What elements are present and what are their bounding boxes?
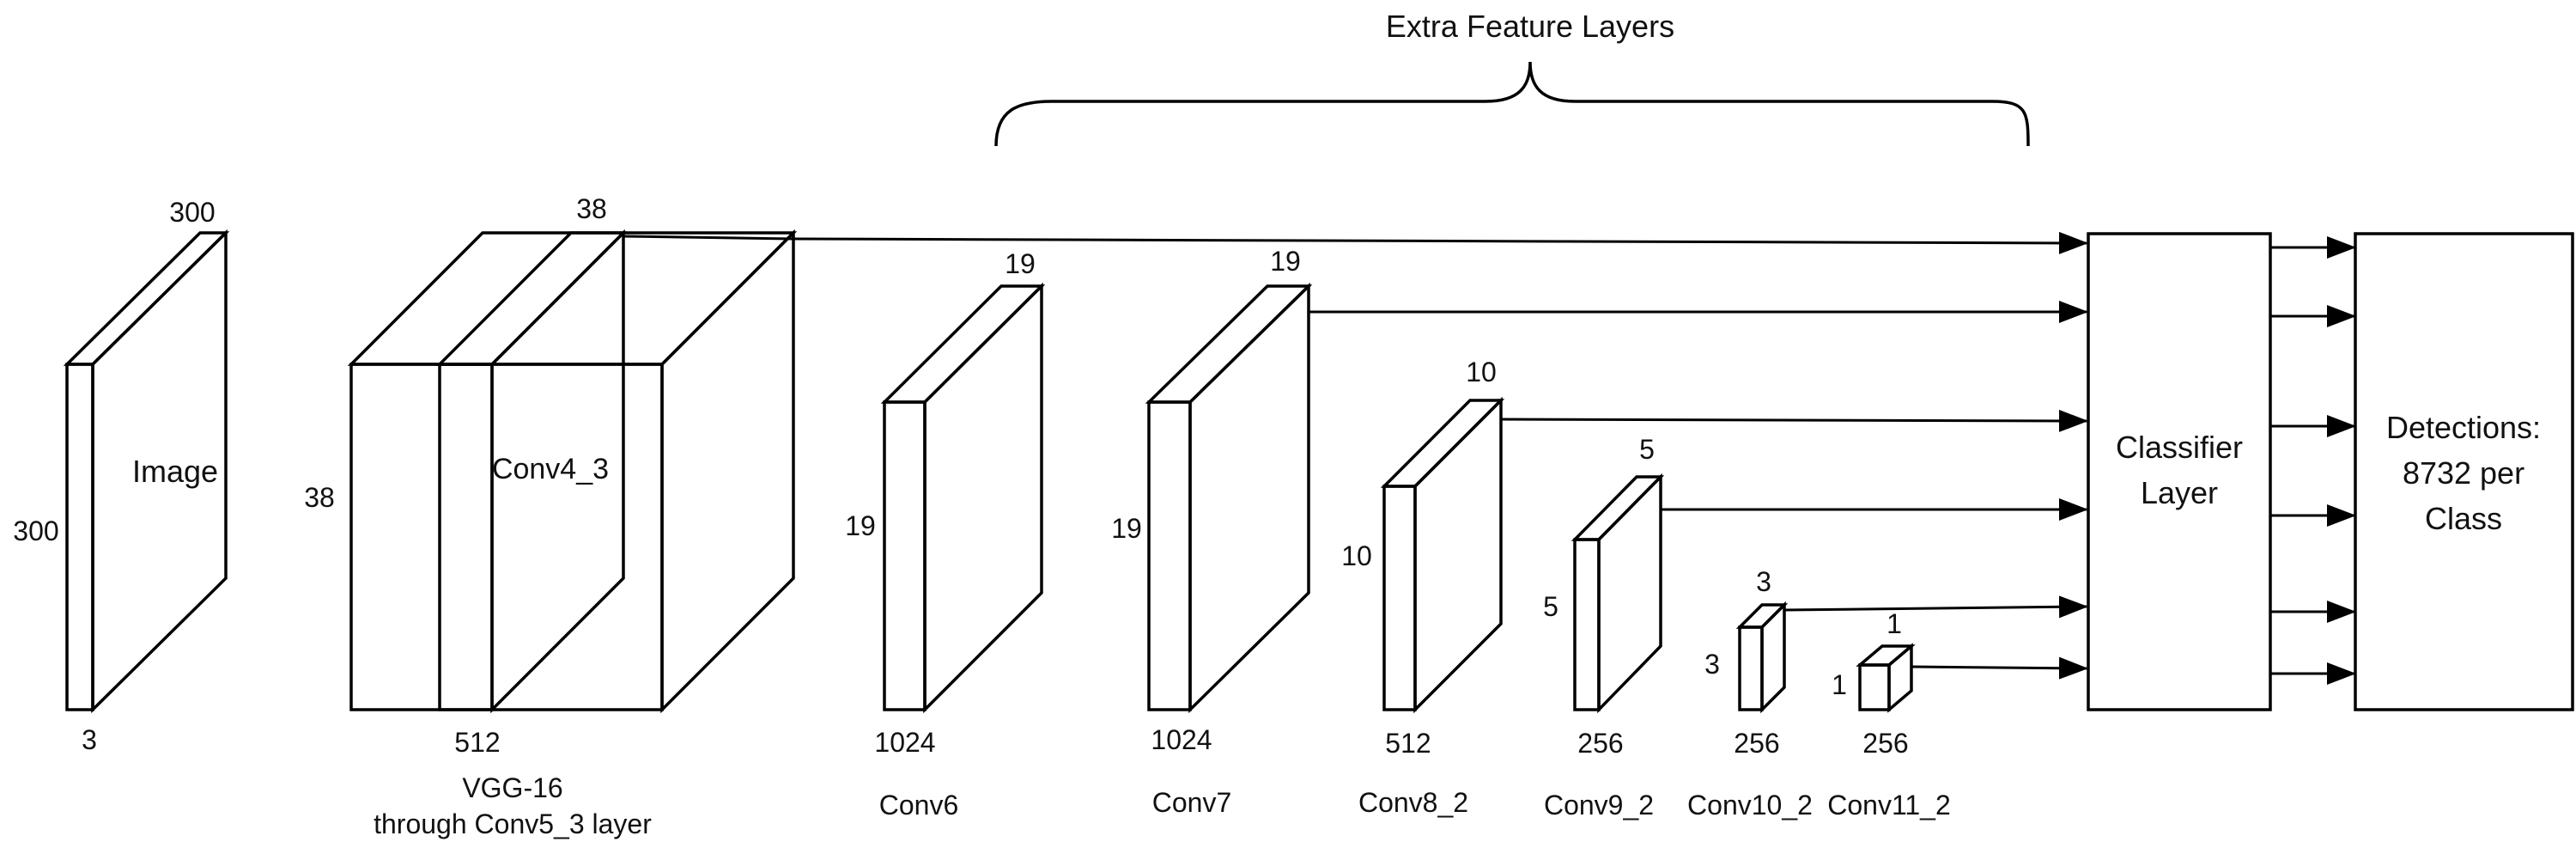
classifier-label-line1: Classifier (2116, 430, 2243, 465)
conv9-2-top-face (1571, 475, 1665, 541)
conv6-side-face (883, 400, 927, 711)
vgg16-side-face (660, 229, 795, 714)
conv10-2-name: Conv10_2 (1687, 790, 1813, 821)
conv8-2-name: Conv8_2 (1358, 787, 1468, 818)
arrow-conv11-2-to-classifier (1911, 656, 2088, 680)
classifier-output-arrows (2270, 236, 2356, 685)
classifier-label-line2: Layer (2141, 475, 2218, 510)
conv8-2-front-face (1413, 396, 1503, 714)
conv8-2-dim-side: 10 (1341, 540, 1372, 571)
vgg16-dim-left: 38 (304, 482, 335, 513)
conv9-2-side-face (1573, 538, 1601, 711)
conv11-2-dim-top: 1 (1886, 608, 1902, 639)
conv6-dim-top: 19 (1005, 248, 1036, 279)
conv9-2-channels: 256 (1577, 728, 1623, 759)
conv10-2-side-face (1738, 625, 1764, 711)
conv7-top-face (1145, 284, 1313, 404)
conv9-2-layer: 5 5 256 Conv9_2 (1543, 434, 1665, 821)
conv10-2-dim-side: 3 (1704, 649, 1720, 680)
conv8-2-channels: 512 (1385, 728, 1431, 759)
vgg16-caption-line1: VGG-16 (462, 772, 562, 803)
conv10-2-top-face (1735, 603, 1789, 629)
vgg16-caption-line2: through Conv5_3 layer (374, 808, 652, 839)
conv4-3-top-face (435, 231, 628, 366)
conv4-3-side-face (438, 363, 494, 711)
conv8-2-dim-top: 10 (1466, 357, 1497, 387)
conv11-2-name: Conv11_2 (1827, 790, 1951, 821)
image-dim-side: 300 (13, 516, 58, 546)
conv11-2-dim-side: 1 (1832, 669, 1847, 700)
arrow-conv8-2-to-classifier (1500, 409, 2088, 432)
conv9-2-name: Conv9_2 (1544, 790, 1654, 821)
feature-connections (623, 231, 2088, 680)
conv11-2-front-face (1887, 643, 1913, 713)
conv11-2-layer: 1 1 256 Conv11_2 (1827, 608, 1951, 821)
conv11-2-side-face (1858, 663, 1891, 711)
arrow-conv4-3-to-classifier (623, 231, 2088, 254)
conv4-3-label: Conv4_3 (492, 453, 609, 485)
detections-label-line3: Class (2425, 501, 2502, 536)
conv7-dim-top: 19 (1270, 246, 1301, 277)
conv4-3-front-face (490, 229, 625, 714)
conv10-2-channels: 256 (1734, 728, 1779, 759)
vgg16-block: Conv4_3 38 38 512 VGG-16 through Conv5_3… (304, 193, 798, 839)
detections-rect (2354, 232, 2574, 711)
conv6-top-face (880, 284, 1046, 404)
detections-box: Detections: 8732 per Class (2354, 232, 2574, 711)
vgg16-dim-bottom: 512 (454, 727, 500, 758)
conv4-3-dim-top: 38 (576, 193, 607, 224)
conv8-2-side-face (1382, 485, 1417, 711)
vgg16-front-face (349, 363, 664, 711)
conv9-2-dim-side: 5 (1543, 591, 1558, 622)
conv6-front-face (923, 282, 1043, 714)
detections-label-line2: 8732 per (2403, 455, 2524, 491)
conv7-channels: 1024 (1151, 724, 1212, 755)
conv9-2-dim-top: 5 (1639, 434, 1655, 465)
image-label: Image (132, 454, 218, 489)
conv11-2-channels: 256 (1862, 728, 1908, 759)
image-block-top-face (63, 231, 230, 366)
image-dim-top: 300 (169, 197, 215, 228)
conv7-dim-side: 19 (1111, 513, 1142, 544)
conv9-2-front-face (1597, 473, 1662, 714)
classifier-layer-rect (2087, 232, 2272, 711)
arrow-conv10-2-to-classifier (1783, 595, 2088, 619)
image-block-side-face (65, 363, 94, 711)
extra-feature-layers-label: Extra Feature Layers (1386, 9, 1674, 44)
detections-label-line1: Detections: (2386, 410, 2541, 445)
conv6-dim-side: 19 (845, 510, 876, 541)
conv8-2-top-face (1380, 399, 1505, 488)
image-block: Image 300 300 3 (13, 197, 230, 755)
conv7-layer: 19 19 1024 Conv7 (1111, 246, 1313, 818)
image-dim-bottom: 3 (82, 724, 97, 755)
conv10-2-layer: 3 3 256 Conv10_2 (1687, 566, 1813, 821)
conv6-name: Conv6 (879, 790, 959, 821)
conv7-name: Conv7 (1152, 787, 1232, 818)
classifier-layer-box: Classifier Layer (2087, 232, 2272, 711)
conv11-2-top-face (1856, 644, 1916, 667)
conv10-2-front-face (1760, 601, 1786, 714)
image-block-front-face (91, 229, 228, 714)
conv8-2-layer: 10 10 512 Conv8_2 (1341, 357, 1505, 818)
conv6-channels: 1024 (874, 727, 935, 758)
conv10-2-dim-top: 3 (1756, 566, 1771, 597)
conv7-side-face (1147, 400, 1192, 711)
conv7-front-face (1188, 282, 1310, 714)
extra-feature-layers-brace (994, 61, 2030, 147)
conv6-layer: 19 19 1024 Conv6 (845, 248, 1046, 821)
